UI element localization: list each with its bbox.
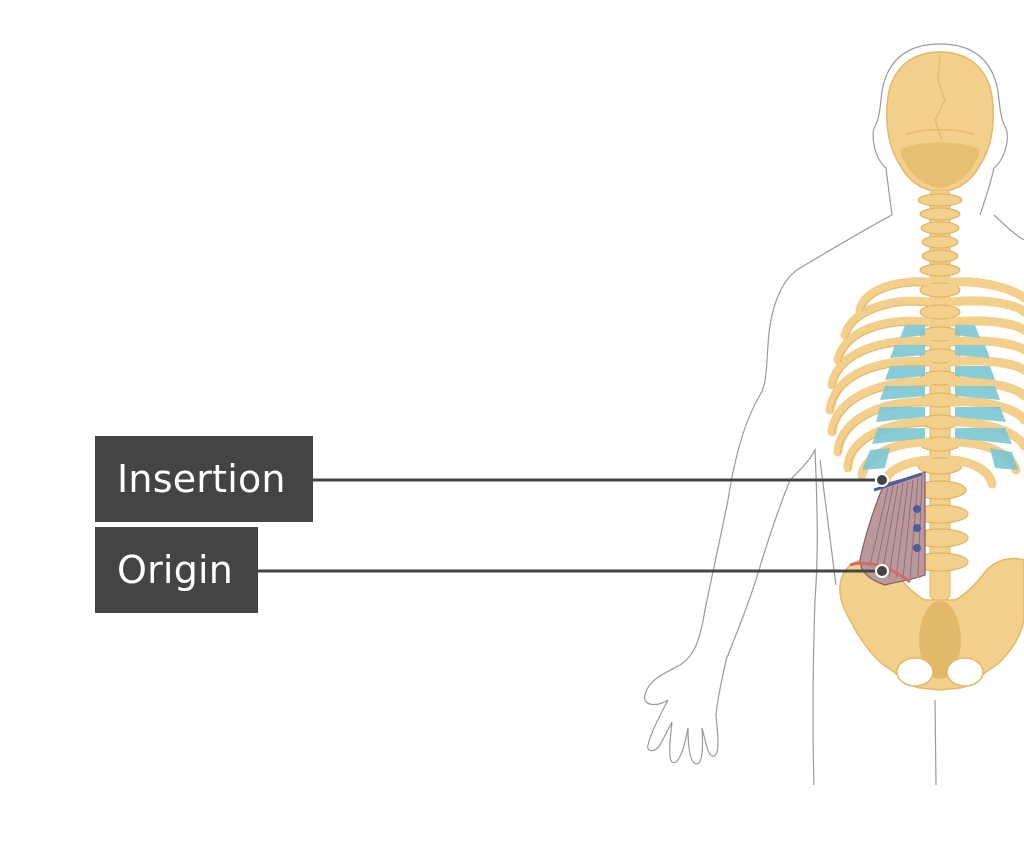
body-outline	[644, 43, 1024, 786]
insertion-label: Insertion	[95, 436, 313, 522]
origin-label-text: Origin	[117, 548, 234, 592]
attachment-dots	[913, 505, 921, 552]
pelvis	[839, 557, 1024, 691]
insertion-label-text: Insertion	[117, 457, 286, 501]
insertion-marker-line	[873, 472, 923, 492]
intercostal-muscles	[862, 325, 1018, 470]
origin-label: Origin	[95, 527, 258, 613]
skull	[886, 51, 994, 193]
muscle	[859, 471, 926, 586]
muscle-fibers	[869, 475, 923, 579]
insertion-pointer-dot	[875, 473, 889, 487]
leader-endpoints	[875, 473, 889, 578]
ribs-left	[825, 277, 933, 487]
origin-pointer-dot	[875, 564, 889, 578]
leader-lines	[258, 478, 882, 573]
ribs-right	[947, 277, 1024, 489]
